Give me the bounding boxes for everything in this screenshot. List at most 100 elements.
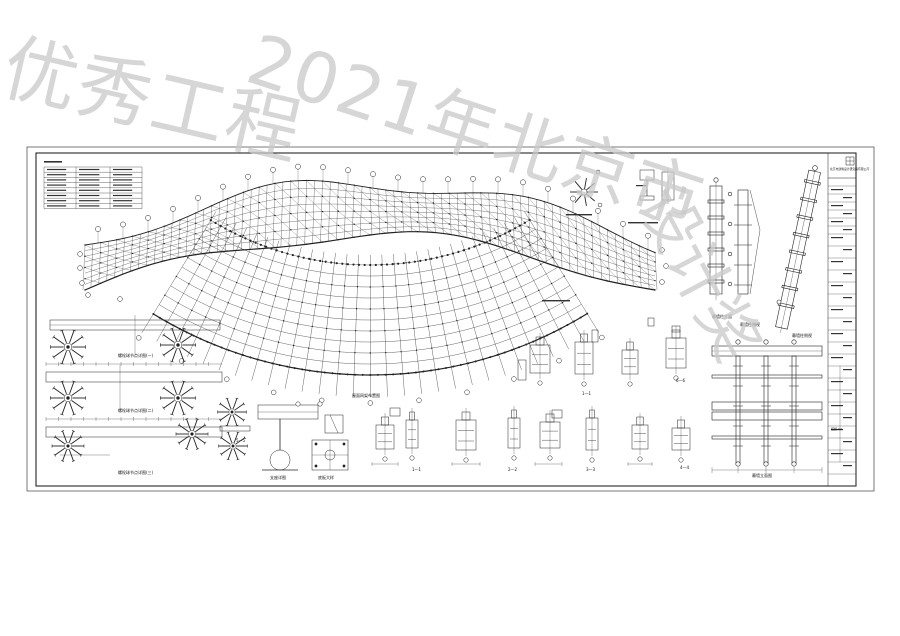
fan-node: [241, 236, 244, 238]
fan-node: [408, 284, 410, 286]
fan-edge-node: [566, 324, 569, 327]
column-elev-1-label: 幕墙柱立面: [712, 313, 732, 319]
wing-grid-col: [249, 189, 252, 250]
grid-node: [195, 253, 197, 256]
grid-node: [305, 179, 308, 182]
sec-k-tag: [637, 456, 643, 462]
grid-node: [115, 239, 118, 241]
wing-brace: [274, 199, 291, 214]
axis-bubble: [420, 176, 426, 183]
node-member: [62, 430, 68, 443]
grid-node: [337, 224, 340, 227]
wing-brace: [385, 222, 402, 233]
wing-brace: [306, 196, 323, 212]
fan-node: [338, 351, 341, 353]
grid-node: [559, 206, 561, 208]
sec-b-tag: [581, 381, 587, 387]
axis-bubble: [220, 183, 226, 190]
axis-bubble: [77, 251, 83, 257]
grid-node: [400, 231, 403, 233]
grid-node: [163, 234, 165, 236]
grid-node: [369, 234, 371, 236]
node-member-end: [226, 431, 230, 434]
node-member-end: [191, 333, 194, 337]
fan-node: [456, 319, 458, 322]
wing-brace: [417, 221, 434, 233]
fan-node: [395, 285, 397, 287]
fan-node: [451, 298, 453, 300]
fan-edge-node: [213, 343, 216, 346]
junction-node: [346, 263, 349, 266]
fan-node: [548, 309, 550, 311]
node-row3-chord: [45, 426, 223, 438]
axis-bubble: [345, 167, 351, 174]
fan-node: [188, 283, 190, 285]
wing-brace: [227, 237, 244, 251]
support-detail: [257, 401, 349, 471]
fan-node: [396, 307, 399, 309]
wing-brace: [559, 237, 576, 259]
grid-node: [369, 210, 371, 213]
junction-node: [297, 255, 300, 258]
node-member: [53, 387, 65, 396]
grid-node: [100, 262, 102, 264]
junction-node: [419, 259, 422, 262]
table-cell-text: [79, 200, 100, 202]
node-member: [195, 424, 206, 433]
fan-node: [431, 347, 433, 349]
table-cell-text: [47, 168, 67, 171]
grid-node: [480, 204, 482, 206]
wing-grid-col: [344, 183, 347, 239]
title-text: [831, 205, 843, 207]
column-1-bracket: [707, 279, 725, 284]
table-cell-text: [113, 205, 133, 207]
fan-radial: [318, 252, 336, 395]
table-cell-text: [113, 168, 133, 171]
fan-node: [201, 289, 203, 292]
junction-node: [504, 232, 507, 235]
wing-brace: [84, 256, 101, 263]
wing-grid-col: [304, 180, 307, 245]
grid-node: [606, 229, 609, 231]
top-node-member: [586, 182, 596, 191]
axis-bubble: [271, 389, 277, 396]
fan-node: [461, 341, 463, 343]
junction-node: [239, 234, 242, 238]
junction-node: [234, 232, 237, 235]
node-member-end: [219, 402, 222, 406]
column-elev-2-label: 幕墙柱侧视: [740, 321, 760, 327]
grid-node: [84, 255, 86, 257]
table-cell-text: [47, 184, 67, 186]
node-member: [181, 387, 193, 396]
table-cell-text: [113, 194, 133, 197]
axis-bubble: [367, 400, 374, 406]
node-member: [186, 418, 192, 431]
table-cell-text: [79, 189, 100, 191]
junction-node: [424, 258, 427, 261]
fan-node: [420, 282, 423, 284]
junction-node: [408, 261, 411, 264]
title-text: [831, 237, 843, 239]
wing-brace: [369, 211, 386, 223]
fan-edge-node: [178, 327, 181, 330]
title-text: [843, 417, 852, 419]
node-member-end: [170, 327, 174, 330]
curtain-wall-columns: [707, 165, 821, 333]
wing-grid-col: [417, 192, 420, 232]
node-member-end: [60, 380, 64, 383]
node-member: [220, 437, 231, 445]
junction-node: [380, 263, 383, 266]
wing-brace: [148, 231, 165, 236]
node-member-end: [220, 436, 223, 440]
sec-e-tag: [382, 456, 388, 462]
grid-node: [511, 222, 514, 224]
wing-brace: [449, 213, 466, 227]
wing-grid-col: [225, 198, 228, 252]
fan-radial: [381, 254, 388, 397]
grid-node: [369, 187, 371, 189]
grid-node: [638, 276, 640, 278]
wing-brace: [417, 212, 434, 223]
view-labels: 屋面网架布置图 螺栓球节点详图(一) 螺栓球节点详图(二) 螺栓球节点详图(三)…: [118, 167, 869, 480]
grid-node: [416, 211, 419, 214]
grid-node: [654, 261, 656, 263]
